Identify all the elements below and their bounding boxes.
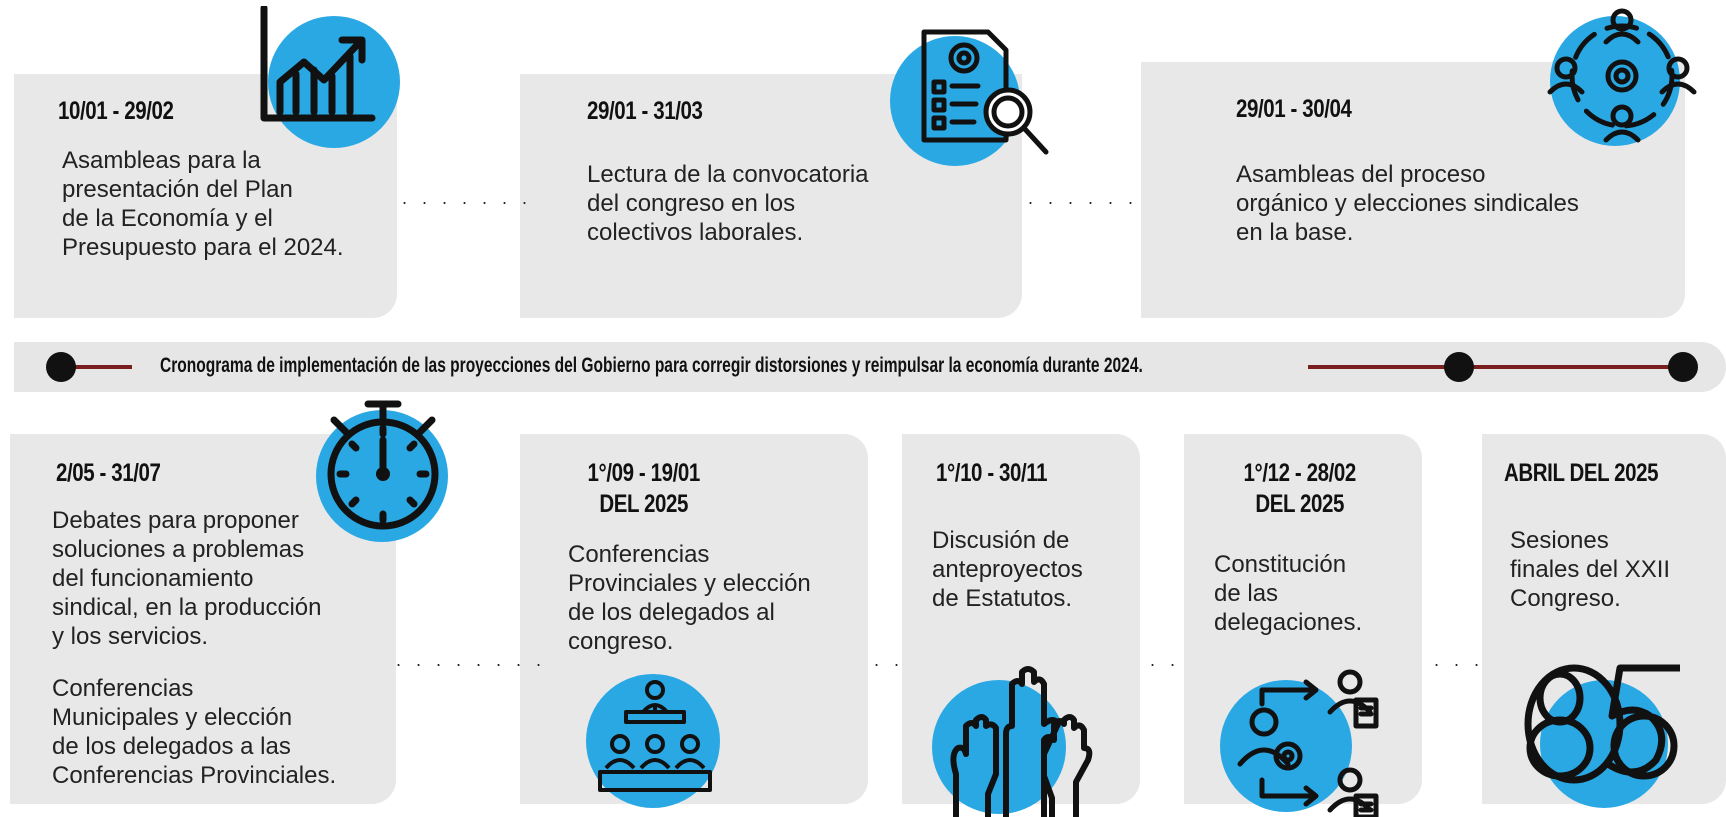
- top-card-1-text: Asambleas para la presentación del Plan …: [62, 147, 344, 261]
- bottom-card-4-text: Constitución de las delegaciones.: [1214, 551, 1363, 636]
- bottom-card-1-date: 2/05 - 31/07: [56, 459, 161, 487]
- timeline-node-3: [1668, 352, 1698, 382]
- ctc-85-logo: [1524, 664, 1680, 784]
- bottom-card-5-text: Sesiones finales del XXII Congreso.: [1510, 527, 1671, 612]
- top-card-3-date: 29/01 - 30/04: [1236, 95, 1352, 123]
- top-separator-2: . . . . . .: [1028, 188, 1139, 208]
- bottom-card-3-text: Discusión de anteproyectos de Estatutos.: [932, 527, 1083, 612]
- bottom-card-3-date: 1°/10 - 30/11: [936, 459, 1048, 487]
- people-gear-icon: [1547, 8, 1697, 143]
- timeline-node-2: [1444, 352, 1474, 382]
- stopwatch-icon: [327, 400, 439, 530]
- chart-growth-icon: [260, 6, 376, 122]
- timeline-line-right: [1308, 365, 1682, 369]
- top-card-2-date: 29/01 - 31/03: [587, 97, 703, 125]
- top-card-3-text: Asambleas del proceso orgánico y eleccio…: [1236, 161, 1579, 246]
- bottom-separator-1: . . . . . . . .: [396, 650, 547, 670]
- raised-hands-icon: [950, 666, 1093, 817]
- delegation-icon: [1237, 669, 1379, 817]
- bottom-card-5-date: ABRIL DEL 2025: [1504, 459, 1659, 487]
- banner-title: Cronograma de implementación de las proy…: [160, 354, 1143, 377]
- top-card-2-text: Lectura de la convocatoria del congreso …: [587, 161, 869, 246]
- bottom-icon-5-circle: [1540, 680, 1668, 808]
- timeline-line-left: [60, 365, 132, 369]
- top-card-1-date: 10/01 - 29/02: [58, 97, 174, 125]
- top-separator-1: . . . . . . .: [402, 188, 533, 208]
- bottom-card-2-date: 1°/09 - 19/01 DEL 2025: [587, 459, 701, 519]
- bottom-card-1-text: Debates para proponer soluciones a probl…: [52, 507, 322, 650]
- bottom-card-4-date: 1°/12 - 28/02 DEL 2025: [1243, 459, 1357, 519]
- bottom-card-1-text-2: Conferencias Municipales y elección de l…: [52, 675, 337, 789]
- bottom-separator-3: . .: [1150, 650, 1181, 670]
- bottom-separator-4: . . .: [1434, 650, 1485, 670]
- timeline-node-1: [46, 352, 76, 382]
- document-search-icon: [921, 29, 1049, 155]
- conference-icon: [598, 680, 712, 792]
- bottom-separator-2: . .: [874, 650, 905, 670]
- bottom-card-2-text: Conferencias Provinciales y elección de …: [568, 541, 811, 655]
